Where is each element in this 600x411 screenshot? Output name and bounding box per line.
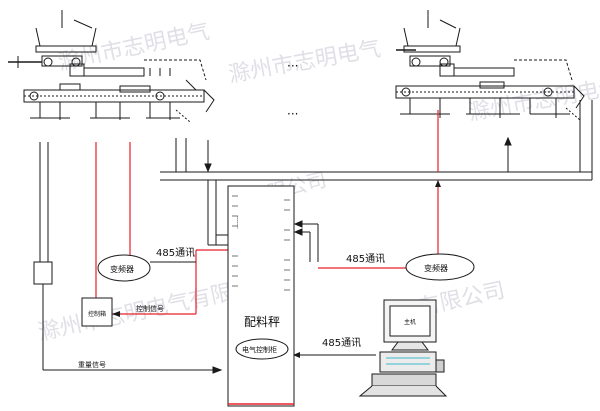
comm-485-pc: 485通讯: [322, 337, 361, 349]
ellipsis-lower: ···: [287, 107, 298, 121]
vfd-right-label: 变频器: [424, 263, 448, 273]
scale-label: 配料秤: [244, 315, 280, 329]
svg-text:-------: -------: [234, 216, 240, 229]
left-weight-wires: [33, 142, 223, 374]
left-red-lines: [95, 142, 197, 315]
control-signal-label: 控制信号: [136, 304, 164, 313]
electric-cabinet-label: 电气控制柜: [242, 345, 277, 354]
comm-485-left: 485通讯: [156, 247, 195, 259]
pc-link-arrow: [293, 352, 300, 358]
right-up-arrow: [435, 180, 441, 187]
right-input-wires: [293, 220, 319, 262]
right-red-lines: [318, 110, 439, 269]
vfd-right: 变频器: [405, 253, 475, 281]
control-box: 控制箱: [81, 297, 113, 327]
signal-bus: [160, 100, 593, 246]
right-conveyor-machine: [395, 10, 585, 121]
ellipsis-upper: ···: [287, 59, 298, 73]
weigh-signal-label: 重量信号: [78, 360, 106, 369]
left-conveyor-machine: [8, 10, 215, 123]
comm-485-right: 485通讯: [346, 253, 385, 265]
scale-terminals: [232, 195, 290, 291]
vfd-left: 变频器: [97, 254, 151, 282]
control-signal-arrow: [112, 311, 120, 317]
electric-cabinet: 电气控制柜: [235, 338, 289, 360]
watermark-top-left: 滁州市志明电气: [56, 19, 212, 75]
watermark-top-mid: 滁州市志明电气: [227, 37, 383, 88]
computer-label: 主机: [404, 318, 416, 326]
batching-scale: ------- 配料秤: [227, 185, 295, 407]
vfd-left-label: 变频器: [110, 264, 134, 274]
computer: 主机: [358, 299, 448, 397]
control-box-label: 控制箱: [88, 310, 106, 318]
